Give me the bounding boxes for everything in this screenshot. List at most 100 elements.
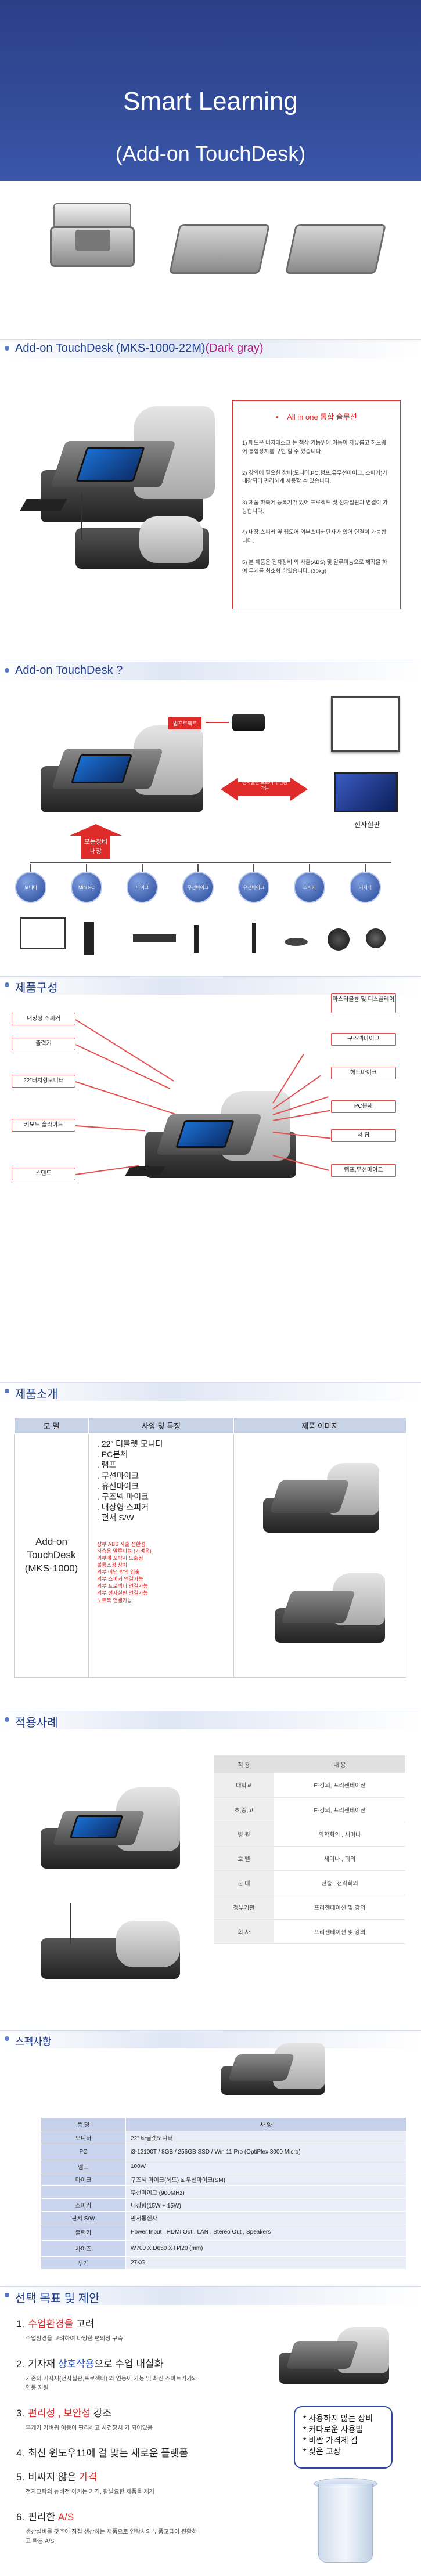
proposal-item-rest: 으로 수업 내실화: [94, 2358, 164, 2369]
spec-value: 구즈넥 마이크(헤드) & 무선마이크(SM): [125, 2173, 406, 2186]
proposal-item-rest: 고려: [73, 2318, 95, 2329]
section-header-bar: [0, 339, 421, 358]
cases-field: 초,중,고: [214, 1797, 274, 1822]
callout-right: 램프,무선마이크: [331, 1164, 396, 1177]
cases-value: E-강의, 프리젠테이션: [274, 1773, 405, 1798]
spec-field: 모니터: [41, 2131, 126, 2144]
intro-spec-cell: . 22″ 터블렛 모니터. PC본체. 램프. 무선마이크. 유선마이크. 구…: [88, 1433, 234, 1678]
proposal-item-blue: 상호작용: [57, 2358, 95, 2369]
section-header-bar: [0, 662, 421, 680]
proposal-item-title: 4.최신 윈도우11에 걸 맞는 새로운 플랫폼: [8, 2445, 264, 2459]
cases-value: 프리젠테이션 및 강의: [274, 1895, 405, 1920]
problem-item: * 잦은 고장: [303, 2446, 341, 2456]
proposal-item-desc: 전자교탁의 뉴비전 아키는 가격, 활발요한 제품을 제거: [26, 2489, 154, 2495]
section-title-cases: 적용사례: [15, 1717, 58, 1729]
cases-field: 대학교: [214, 1773, 274, 1798]
proposal-item-title: 1.수업환경을 고려: [8, 2315, 264, 2330]
callout-left: 출력기: [12, 1038, 75, 1050]
proposal-item-title: 2.기자재 상호작용으로 수업 내실화: [8, 2355, 264, 2370]
proposal-item-num: 3.: [16, 2408, 25, 2419]
problem-item: * 비싼 가격체 감: [303, 2435, 358, 2445]
callout-right: 마스터볼륨 및 디스플레이: [331, 993, 396, 1013]
case-image-closed-2: [285, 224, 387, 274]
section-header-bar: [0, 1382, 421, 1401]
intro-header: 사양 및 특징: [88, 1417, 234, 1434]
product-image-proposal: [273, 2327, 395, 2391]
proposal-item-pre: 기자재: [28, 2358, 58, 2369]
section-header-bar: [0, 976, 421, 995]
problem-bubble: * 사용하지 않는 장비 * 커다로운 사용법 * 비싼 가격체 감 * 잦은 …: [294, 2406, 393, 2469]
device-image-diagram: [35, 725, 209, 830]
section-header-bar: [0, 1711, 421, 1729]
tree-stem: [365, 864, 366, 872]
feature-item: 2) 강의에 필요한 장비(모니터,PC,램프,유무선마이크, 스피커)가 내장…: [242, 469, 388, 485]
intro-header: 모 델: [14, 1417, 89, 1434]
proposal-item-title: 3.편리성 , 보안성 강조: [8, 2405, 264, 2419]
tree-stem: [30, 864, 31, 872]
proposal-item-desc: 무게가 가벼워 이동이 편리하고 시건장치 가 되어있음: [26, 2425, 153, 2432]
spec-value: 무선마이크 (900MHz): [125, 2185, 406, 2199]
board-arrow-label: 전자칠판 프로젝터 연동가능: [242, 780, 288, 792]
model-title-main: Add-on TouchDesk (MKS-1000-22M): [15, 342, 206, 355]
feature-item: 4) 내장 스피커 옆 웹도어 외부스피커단자가 있어 연결이 가능합니다.: [242, 529, 387, 545]
model-title-accent: (Dark gray): [205, 342, 264, 355]
intro-spec-item: . 무선마이크: [97, 1471, 139, 1480]
callout-left: 22″터치형모니터: [12, 1075, 75, 1088]
tree-stem: [197, 864, 199, 872]
hero-banner: [0, 0, 421, 181]
spec-row: 무선마이크 (900MHz): [41, 2185, 406, 2199]
section-header-bar: [0, 2030, 421, 2048]
cases-field: 정부기관: [214, 1895, 274, 1920]
intro-image-cell: [233, 1433, 406, 1678]
intro-spec-list: . 22″ 터블렛 모니터. PC본체. 램프. 무선마이크. 유선마이크. 구…: [97, 1439, 225, 1523]
product-image-spec: [215, 2043, 331, 2107]
proposal-item-num: 4.: [16, 2448, 25, 2459]
callout-line: [75, 1044, 171, 1089]
intro-model: Add-on TouchDesk (MKS-1000): [14, 1433, 89, 1678]
intro-note-item: 외부에 포탁시 노출됨: [97, 1555, 143, 1561]
section-title-components: 제품구성: [15, 982, 58, 995]
callout-left: 내장형 스피커: [12, 1013, 75, 1025]
devices-label: 모든장비 내장: [84, 839, 108, 855]
intro-spec-item: . PC본체: [97, 1450, 128, 1459]
case-image-open: [50, 203, 135, 268]
proposal-item-num: 1.: [16, 2318, 25, 2329]
cases-value: 프리젠테이션 및 강의: [274, 1919, 405, 1944]
problem-item: * 사용하지 않는 장비: [303, 2414, 373, 2423]
projector-label: 빔프로젝트: [168, 717, 202, 729]
callout-right: 서 랍: [331, 1129, 396, 1142]
intro-note-item: 외부 어댑 밖의 입출: [97, 1569, 140, 1576]
feature-item: 1) 에드온 터치데스크 는 책상 기능위에 이동이 자유롭고 하드웨어 통합장…: [242, 440, 387, 455]
intro-table: 모 델 사양 및 특징 제품 이미지 Add-on TouchDesk (MKS…: [14, 1417, 406, 1678]
product-image-intro-1: [257, 1463, 385, 1544]
proposal-item-pre: 편리한: [28, 2512, 58, 2523]
cases-field: 호 텔: [214, 1846, 274, 1871]
intro-spec-item: . 유선마이크: [97, 1481, 139, 1491]
section-header-bar: [0, 2286, 421, 2305]
proposal-item-title: 6.편리한 A/S: [8, 2509, 264, 2523]
component-circle: 모니터: [15, 872, 46, 903]
component-circle: Mini PC: [71, 872, 102, 903]
spec-value: 내장형(15W + 15W): [125, 2198, 406, 2212]
section-bullet-icon: [5, 982, 9, 987]
projector-arrow: [206, 722, 229, 723]
proposal-item-red: 수업환경을: [28, 2318, 74, 2329]
cases-header: 내 용: [274, 1755, 405, 1773]
cases-field: 회 사: [214, 1919, 274, 1944]
component-circle: 무선마이크: [182, 872, 214, 903]
feature-heading-text: All in one 통합 솔루션: [287, 413, 357, 421]
section-title-model: Add-on TouchDesk (MKS-1000-22M)(Dark gra…: [15, 342, 264, 355]
intro-spec-item: . 22″ 터블렛 모니터: [97, 1439, 163, 1448]
proposal-item-num: 5.: [16, 2472, 25, 2483]
board-arrow: 전자칠판 프로젝터 연동가능: [221, 772, 308, 807]
